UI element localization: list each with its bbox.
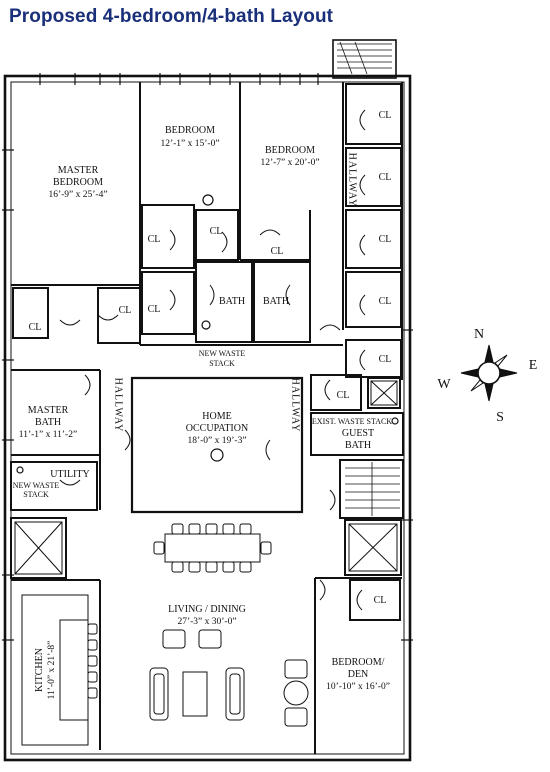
master-bath-label: MASTER — [28, 405, 69, 416]
dining-table — [153, 523, 272, 573]
master-bedroom-dims: 16’-9” x 25’-4” — [48, 190, 107, 200]
bedroom-1-dims: 12’-1” x 15’-0” — [160, 139, 219, 149]
bath-1-label: BATH — [219, 296, 245, 307]
closet-label: CL — [379, 172, 392, 183]
master-bath-label-2: BATH — [35, 417, 61, 428]
doors — [59, 109, 366, 611]
closet-label: CL — [379, 234, 392, 245]
bedroom-2-dims: 12’-7” x 20’-0” — [260, 158, 319, 168]
stairs — [345, 462, 400, 516]
closet-label: CL — [379, 354, 392, 365]
guest-bath-label-2: BATH — [345, 440, 371, 451]
closet-label: CL — [271, 246, 284, 257]
elevators — [14, 380, 398, 575]
bedroom-2-label: BEDROOM — [265, 145, 315, 156]
home-occupation-label-2: OCCUPATION — [186, 423, 248, 434]
compass-n: N — [474, 327, 484, 342]
new-waste-stack-note: NEW WASTE — [199, 349, 246, 358]
compass-labels: N S E W — [437, 327, 537, 425]
guest-bath-label: GUEST — [342, 428, 374, 439]
kitchen-counter — [21, 594, 98, 746]
hallway-labels: HALLWAY HALLWAY HALLWAY — [113, 153, 358, 433]
notes: NEW WASTE STACK NEW WASTE STACK EXIST. W… — [13, 349, 393, 499]
closet-labels: CL CL CL CL CL CL CL CL CL CL CL CL CL — [29, 110, 392, 606]
compass-w: W — [437, 377, 451, 392]
master-bath-dims: 11’-1” x 11’-2” — [19, 430, 77, 440]
hallway-label-left: HALLWAY — [113, 378, 124, 433]
kitchen-label-group: KITCHEN 11’-0” x 21’-8” — [34, 641, 57, 700]
exterior-walls — [2, 39, 413, 762]
kitchen-dims: 11’-0” x 21’-8” — [47, 641, 57, 700]
room-labels: MASTER BEDROOM 16’-9” x 25’-4” BEDROOM 1… — [19, 125, 390, 692]
bedroom-den-dims: 10’-10” x 16’-0” — [326, 682, 390, 692]
closet-label: CL — [148, 234, 161, 245]
compass-rose — [460, 344, 518, 402]
closet-label: CL — [210, 226, 223, 237]
kitchen-label: KITCHEN — [34, 648, 45, 692]
bedroom-den-label: BEDROOM/ — [332, 657, 385, 668]
closet-label: CL — [119, 305, 132, 316]
home-occupation-dims: 18’-0” x 19’-3” — [187, 436, 246, 446]
closet-label: CL — [379, 110, 392, 121]
exist-waste-stack-note: EXIST. WASTE STACK — [312, 417, 392, 426]
closet-label: CL — [379, 296, 392, 307]
master-bedroom-label: MASTER — [58, 165, 99, 176]
utility-label: UTILITY — [50, 469, 89, 480]
hallway-label-right: HALLWAY — [347, 153, 358, 208]
hallway-label-center: HALLWAY — [290, 378, 301, 433]
compass-e: E — [529, 358, 538, 373]
living-dining-dims: 27’-3” x 30’-0” — [177, 617, 236, 627]
bath-2-label: BATH — [263, 296, 289, 307]
closet-label: CL — [374, 595, 387, 606]
home-occupation-label: HOME — [202, 411, 231, 422]
closet-label: CL — [148, 304, 161, 315]
closet-label: CL — [337, 390, 350, 401]
new-waste-stack-left-note: NEW WASTE — [13, 481, 60, 490]
waste-stacks — [16, 194, 399, 474]
interior-walls — [10, 82, 404, 754]
master-bedroom-label-2: BEDROOM — [53, 177, 103, 188]
closet-label: CL — [29, 322, 42, 333]
dining-chairs — [153, 523, 272, 573]
compass-s: S — [496, 410, 504, 425]
page-title: Proposed 4-bedroom/4-bath Layout — [9, 6, 334, 27]
new-waste-stack-note-2: STACK — [209, 359, 235, 368]
bedroom-1-label: BEDROOM — [165, 125, 215, 136]
living-furniture — [149, 629, 309, 727]
bedroom-den-label-2: DEN — [348, 669, 369, 680]
new-waste-stack-left-note-2: STACK — [23, 490, 49, 499]
living-dining-label: LIVING / DINING — [168, 604, 246, 615]
